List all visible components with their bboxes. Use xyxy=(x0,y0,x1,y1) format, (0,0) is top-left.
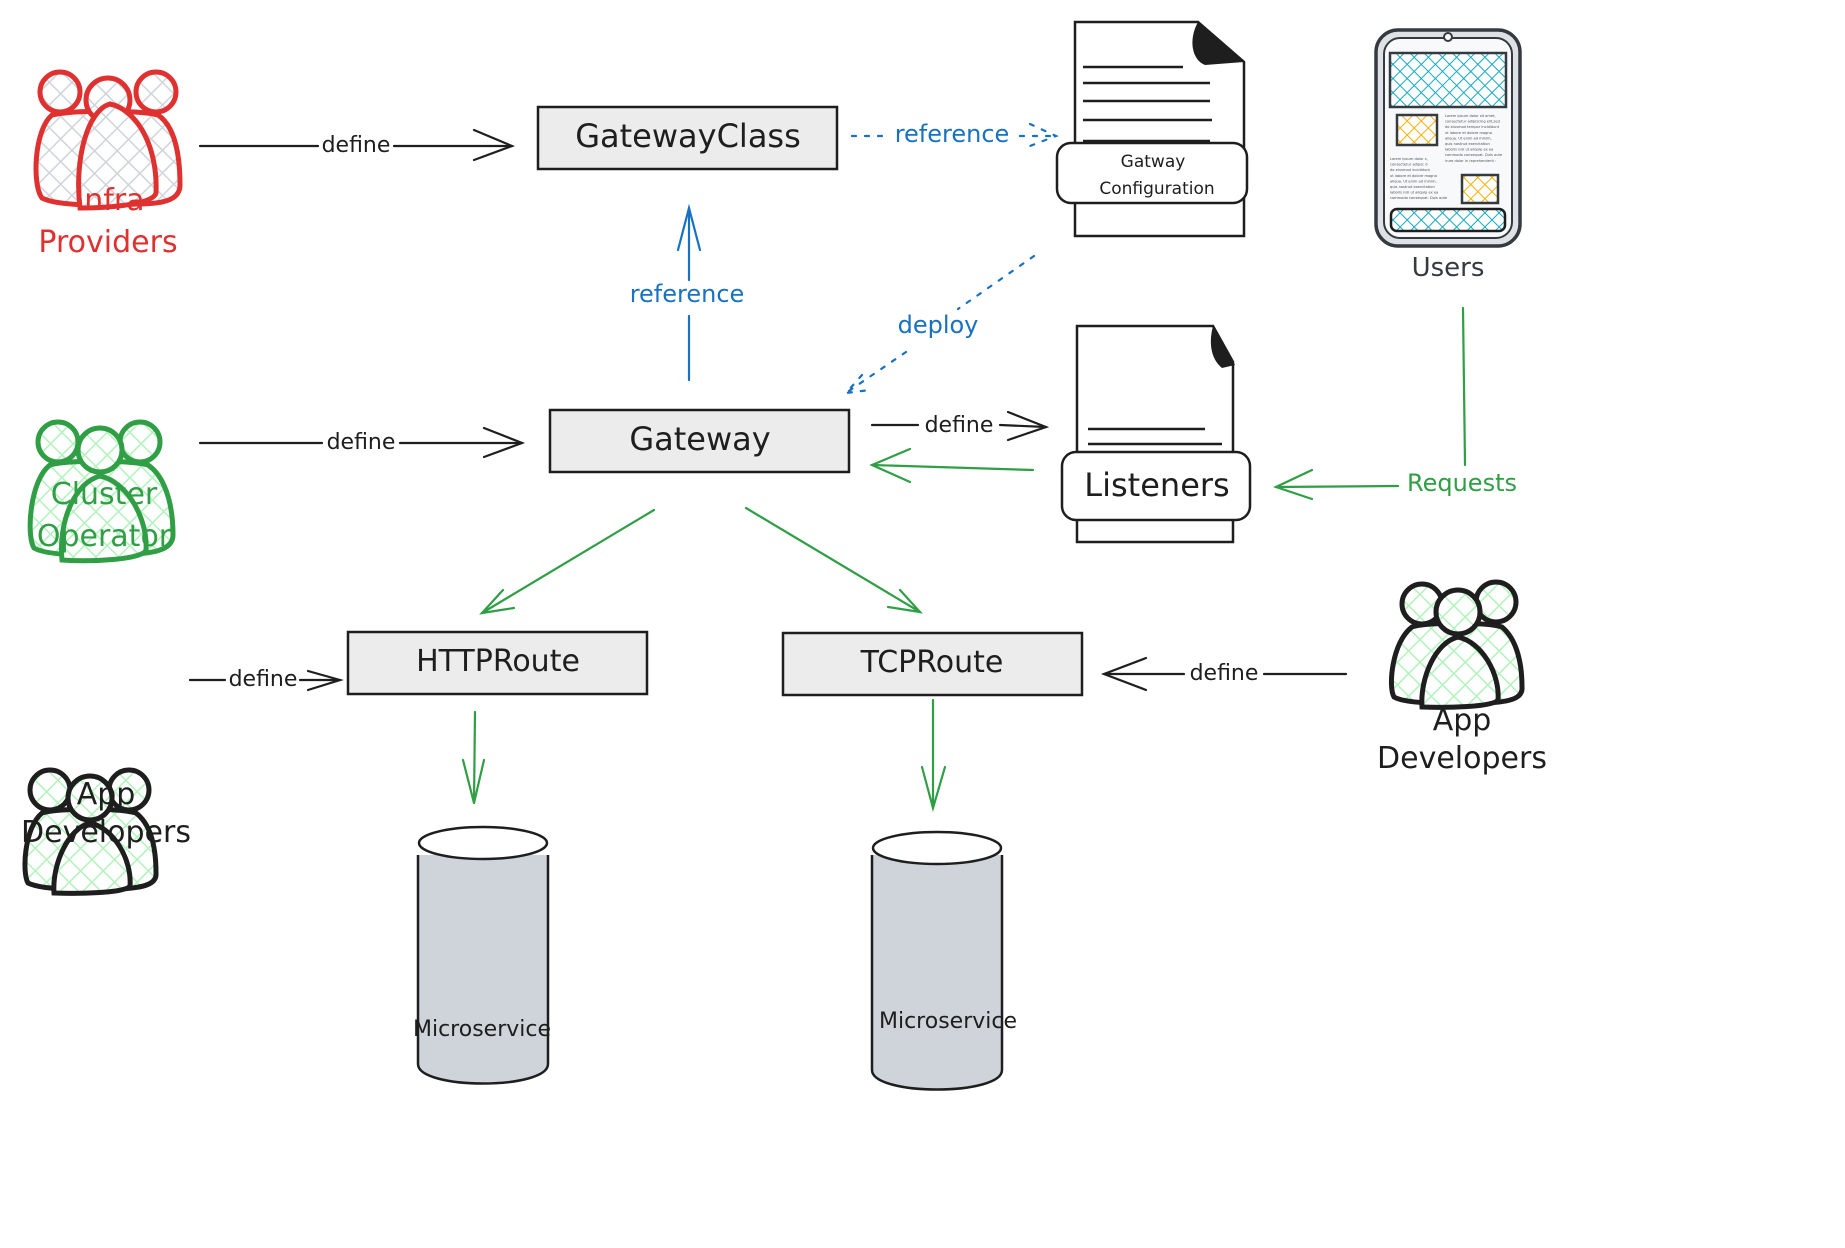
edge-gateway-tcproute xyxy=(744,506,923,614)
edge-label: deploy xyxy=(898,311,979,339)
gatewayclass-box[interactable]: GatewayClass xyxy=(536,105,839,171)
phone-lorem-line: Lorem ipsum dolor sit amet, xyxy=(1445,114,1496,118)
people-group-icon xyxy=(33,69,183,211)
users-actor[interactable]: Lorem ipsum dolor sit amet, consectetur a… xyxy=(1374,28,1522,283)
phone-lorem-line: quis nostrud exercitation xyxy=(1445,142,1490,146)
mobile-phone-icon: Lorem ipsum dolor sit amet, consectetur a… xyxy=(1374,28,1522,248)
edge-infra-define: define xyxy=(198,128,515,162)
gatewayclass-label: GatewayClass xyxy=(575,117,801,155)
edge-label: reference xyxy=(630,280,745,308)
infra-providers-label-line1: Infra xyxy=(75,183,144,218)
edge-gateway-listeners-define: define xyxy=(870,410,1050,442)
infra-providers-label-line2: Providers xyxy=(38,225,177,260)
people-group-icon xyxy=(1388,579,1525,710)
phone-lorem-line: aliqua. Ut enim ad minim, xyxy=(1390,179,1437,183)
microservice-left[interactable]: Microservice xyxy=(413,825,551,1085)
app-developers-right-label-line1: App xyxy=(1433,703,1492,738)
listeners-document[interactable]: Listeners xyxy=(1060,324,1252,544)
edge-label: define xyxy=(1190,661,1259,686)
edge-appdev-left-define: define xyxy=(188,667,344,692)
document-icon xyxy=(1060,324,1252,544)
edge-gateway-httproute xyxy=(479,508,656,615)
gateway-configuration-label-line2: Configuration xyxy=(1099,179,1214,199)
httproute-box[interactable]: HTTPRoute xyxy=(346,630,649,696)
infra-providers-actor[interactable]: Infra Providers xyxy=(33,69,183,260)
app-developers-right-label-line2: Developers xyxy=(1377,741,1547,776)
tcproute-box[interactable]: TCPRoute xyxy=(781,631,1084,697)
gateway-box[interactable]: Gateway xyxy=(548,408,851,474)
listeners-label: Listeners xyxy=(1084,466,1229,504)
document-icon xyxy=(1055,20,1249,238)
phone-lorem-line: laboris nisi ut aliquip ex ea xyxy=(1445,148,1493,152)
phone-lorem-line: consectetur adipsc d xyxy=(1390,163,1427,167)
edge-label: define xyxy=(322,133,391,158)
edge-listeners-gateway xyxy=(869,447,1035,484)
edge-label: define xyxy=(327,430,396,455)
phone-lorem-line: Lorem ipsum dolor s, xyxy=(1390,157,1428,161)
app-developers-left-label-line1: App xyxy=(77,777,136,812)
phone-lorem-line: do eiusmod incididunt xyxy=(1390,168,1430,172)
httproute-label: HTTPRoute xyxy=(416,644,580,679)
edge-tcproute-microservice xyxy=(920,698,947,813)
gateway-configuration-label-line1: Gatway xyxy=(1121,152,1186,172)
phone-lorem-paragraph-1: Lorem ipsum dolor sit amet, consectetur a… xyxy=(1445,114,1503,163)
edge-label: Requests xyxy=(1407,469,1517,497)
edge-operator-define: define xyxy=(198,426,526,459)
phone-lorem-line: commodo consequat. Duis aute xyxy=(1445,153,1503,157)
app-developers-left-actor[interactable]: App Developers xyxy=(21,767,191,896)
tcproute-label: TCPRoute xyxy=(860,645,1004,680)
people-group-icon xyxy=(22,767,159,896)
phone-lorem-line: ut labore et dolore magna xyxy=(1390,174,1437,178)
cluster-operator-actor[interactable]: Cluster Operator xyxy=(27,419,176,564)
microservice-right-label: Microservice xyxy=(879,1009,1017,1034)
phone-lorem-line: aliqua. Ut enim ad minim, xyxy=(1445,136,1492,140)
app-developers-right-actor[interactable]: App Developers xyxy=(1377,579,1547,776)
edge-gateway-gatewayclass-reference: reference xyxy=(630,203,745,382)
phone-lorem-line: laboris nisi ut aliquip ex ea xyxy=(1390,191,1438,195)
phone-lorem-line: irure dolor in reprehenderit : xyxy=(1445,159,1496,163)
gateway-configuration-document[interactable]: Gatway Configuration xyxy=(1055,20,1249,238)
gateway-label: Gateway xyxy=(629,420,770,458)
cluster-operator-label-line2: Operator xyxy=(37,519,172,554)
phone-lorem-paragraph-2: Lorem ipsum dolor s, consectetur adipsc d… xyxy=(1390,157,1448,200)
microservice-right[interactable]: Microservice xyxy=(870,830,1017,1091)
edge-label: define xyxy=(925,413,994,438)
people-group-icon xyxy=(27,419,176,564)
edge-appdev-right-define: define xyxy=(1100,656,1348,692)
phone-lorem-line: do eiusmod tempor incididunt xyxy=(1445,125,1500,129)
phone-lorem-line: ut labore et dolore magna xyxy=(1445,131,1492,135)
edge-label: define xyxy=(229,667,298,692)
phone-lorem-line: consectetur adipiscing elit,sed xyxy=(1445,120,1500,124)
users-label: Users xyxy=(1412,253,1485,283)
database-cylinder-icon xyxy=(416,825,550,1085)
database-cylinder-icon xyxy=(870,830,1004,1091)
app-developers-left-label-line2: Developers xyxy=(21,815,191,850)
edge-users-requests: Requests xyxy=(1273,306,1517,501)
edge-config-gateway-deploy: deploy xyxy=(843,254,1036,395)
phone-lorem-line: quis nostrud exercitation xyxy=(1390,185,1435,189)
phone-lorem-line: commodo consequat. Duis aute xyxy=(1390,196,1448,200)
cluster-operator-label-line1: Cluster xyxy=(51,477,158,512)
microservice-left-label: Microservice xyxy=(413,1017,551,1042)
edge-gatewayclass-config-reference: reference xyxy=(850,120,1059,148)
edge-label: reference xyxy=(895,120,1010,148)
edge-httproute-microservice xyxy=(461,710,486,805)
